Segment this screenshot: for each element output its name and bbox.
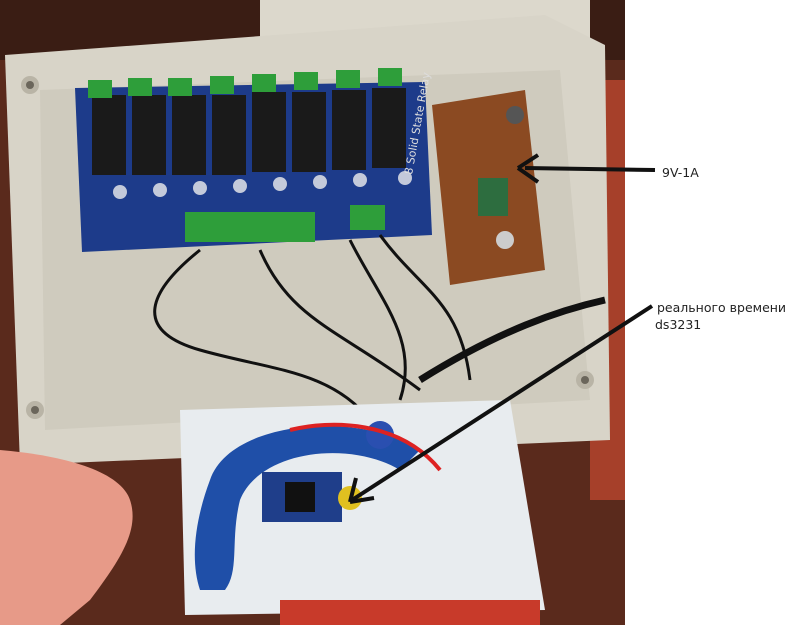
power-supply-label: 9V-1A (662, 165, 699, 180)
hand (0, 450, 133, 625)
rtc-label-line1: реального времени (657, 300, 787, 315)
rtc-label-line2: ds3231 (655, 317, 702, 332)
hardware-photo: 8 Solid State Relay (0, 0, 625, 625)
